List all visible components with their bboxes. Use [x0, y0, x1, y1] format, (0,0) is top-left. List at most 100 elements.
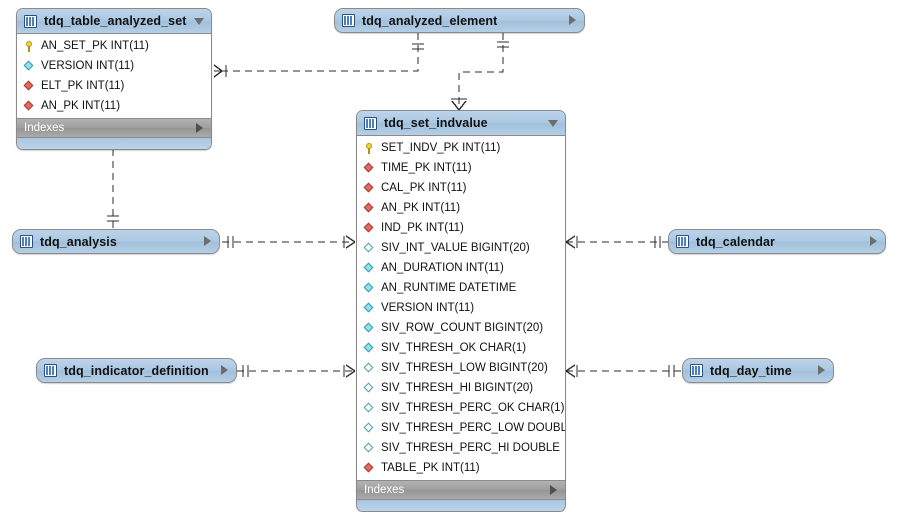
column-label: IND_PK INT(11)	[381, 222, 464, 234]
indexes-label: Indexes	[24, 122, 65, 134]
column-label: CAL_PK INT(11)	[381, 182, 467, 194]
column-row[interactable]: AN_PK INT(11)	[17, 96, 211, 116]
column-label: SET_INDV_PK INT(11)	[381, 142, 501, 154]
column-diamond-icon	[364, 443, 375, 454]
column-row[interactable]: ELT_PK INT(11)	[17, 76, 211, 96]
column-row[interactable]: SIV_THRESH_HI BIGINT(20)	[357, 378, 565, 398]
table-tdq_day_time[interactable]: tdq_day_time	[682, 358, 834, 383]
table-header-tdq_day_time[interactable]: tdq_day_time	[683, 359, 833, 382]
foreign-key-diamond-icon	[24, 101, 35, 112]
column-row[interactable]: SIV_THRESH_PERC_HI DOUBLE	[357, 438, 565, 458]
chevron-right-icon[interactable]	[548, 484, 559, 496]
column-row[interactable]: IND_PK INT(11)	[357, 218, 565, 238]
foreign-key-diamond-icon	[24, 81, 35, 92]
column-label: VERSION INT(11)	[41, 60, 135, 72]
column-label: VERSION INT(11)	[381, 302, 475, 314]
foreign-key-diamond-icon	[364, 463, 375, 474]
chevron-down-icon[interactable]	[194, 16, 205, 27]
rel-analyzed-element-to-table-analyzed-set	[222, 33, 419, 72]
column-list: SET_INDV_PK INT(11) TIME_PK INT(11) CAL_…	[357, 136, 565, 480]
column-label: SIV_THRESH_HI BIGINT(20)	[381, 382, 534, 394]
table-header-tdq_analysis[interactable]: tdq_analysis	[13, 230, 219, 253]
table-icon	[690, 364, 703, 377]
column-label: AN_RUNTIME DATETIME	[381, 282, 517, 294]
chevron-right-icon[interactable]	[202, 236, 213, 247]
column-diamond-icon	[364, 383, 375, 394]
table-title: tdq_table_analyzed_set	[44, 14, 187, 28]
column-row[interactable]: SIV_THRESH_PERC_LOW DOUBLE	[357, 418, 565, 438]
column-row[interactable]: AN_RUNTIME DATETIME	[357, 278, 565, 298]
table-title: tdq_indicator_definition	[64, 363, 209, 378]
column-label: AN_PK INT(11)	[41, 100, 121, 112]
column-label: AN_PK INT(11)	[381, 202, 461, 214]
column-diamond-icon	[364, 263, 375, 274]
column-diamond-icon	[24, 61, 35, 72]
column-row[interactable]: SIV_INT_VALUE BIGINT(20)	[357, 238, 565, 258]
column-row[interactable]: SET_INDV_PK INT(11)	[357, 138, 565, 158]
column-diamond-icon	[364, 323, 375, 334]
column-row[interactable]: TIME_PK INT(11)	[357, 158, 565, 178]
table-icon	[44, 364, 57, 377]
column-diamond-icon	[364, 303, 375, 314]
foreign-key-diamond-icon	[364, 203, 375, 214]
chevron-right-icon[interactable]	[868, 236, 879, 247]
table-footer-strip	[17, 137, 211, 149]
table-title: tdq_calendar	[696, 234, 776, 249]
table-header-tdq_analyzed_element[interactable]: tdq_analyzed_element	[335, 9, 584, 32]
column-label: SIV_THRESH_PERC_OK CHAR(1)	[381, 402, 565, 414]
column-row[interactable]: SIV_THRESH_PERC_OK CHAR(1)	[357, 398, 565, 418]
table-icon	[20, 235, 33, 248]
column-label: AN_DURATION INT(11)	[381, 262, 504, 274]
chevron-right-icon[interactable]	[219, 365, 230, 376]
table-tdq_calendar[interactable]: tdq_calendar	[668, 229, 886, 254]
chevron-down-icon[interactable]	[548, 118, 559, 129]
column-row[interactable]: SIV_THRESH_OK CHAR(1)	[357, 338, 565, 358]
column-row[interactable]: CAL_PK INT(11)	[357, 178, 565, 198]
column-row[interactable]: VERSION INT(11)	[17, 56, 211, 76]
table-header-tdq_set_indvalue[interactable]: tdq_set_indvalue	[357, 111, 565, 136]
indexes-bar[interactable]: Indexes	[357, 480, 565, 499]
column-label: SIV_THRESH_LOW BIGINT(20)	[381, 362, 548, 374]
column-list: AN_SET_PK INT(11) VERSION INT(11) ELT_PK…	[17, 34, 211, 118]
column-row[interactable]: VERSION INT(11)	[357, 298, 565, 318]
foreign-key-diamond-icon	[364, 183, 375, 194]
table-icon	[24, 14, 37, 28]
column-label: AN_SET_PK INT(11)	[41, 40, 149, 52]
table-icon	[364, 116, 377, 130]
foreign-key-diamond-icon	[364, 223, 375, 234]
column-diamond-icon	[364, 283, 375, 294]
column-row[interactable]: TABLE_PK INT(11)	[357, 458, 565, 478]
table-header-tdq_indicator_definition[interactable]: tdq_indicator_definition	[37, 359, 236, 382]
table-icon	[342, 14, 355, 27]
table-title: tdq_day_time	[710, 363, 792, 378]
table-icon	[676, 235, 689, 248]
table-header-tdq_table_analyzed_set[interactable]: tdq_table_analyzed_set	[17, 9, 211, 34]
column-label: SIV_THRESH_PERC_LOW DOUBLE	[381, 422, 566, 434]
table-title: tdq_set_indvalue	[384, 116, 488, 130]
rel-analyzed-element-to-set-indvalue	[458, 33, 504, 110]
chevron-right-icon[interactable]	[194, 122, 205, 134]
column-row[interactable]: SIV_THRESH_LOW BIGINT(20)	[357, 358, 565, 378]
column-label: SIV_THRESH_PERC_HI DOUBLE	[381, 442, 560, 454]
chevron-right-icon[interactable]	[816, 365, 827, 376]
table-tdq_analyzed_element[interactable]: tdq_analyzed_element	[334, 8, 585, 33]
column-diamond-icon	[364, 403, 375, 414]
chevron-right-icon[interactable]	[567, 15, 578, 26]
table-tdq_table_analyzed_set[interactable]: tdq_table_analyzed_set AN_SET_PK INT(11)…	[16, 8, 212, 150]
column-diamond-icon	[364, 343, 375, 354]
table-tdq_indicator_definition[interactable]: tdq_indicator_definition	[36, 358, 237, 383]
table-tdq_analysis[interactable]: tdq_analysis	[12, 229, 220, 254]
column-label: TIME_PK INT(11)	[381, 162, 472, 174]
column-diamond-icon	[364, 243, 375, 254]
column-row[interactable]: AN_DURATION INT(11)	[357, 258, 565, 278]
column-row[interactable]: SIV_ROW_COUNT BIGINT(20)	[357, 318, 565, 338]
table-tdq_set_indvalue[interactable]: tdq_set_indvalue SET_INDV_PK INT(11) TIM…	[356, 110, 566, 512]
column-row[interactable]: AN_PK INT(11)	[357, 198, 565, 218]
indexes-bar[interactable]: Indexes	[17, 118, 211, 137]
column-diamond-icon	[364, 363, 375, 374]
column-label: ELT_PK INT(11)	[41, 80, 125, 92]
table-header-tdq_calendar[interactable]: tdq_calendar	[669, 230, 885, 253]
column-row[interactable]: AN_SET_PK INT(11)	[17, 36, 211, 56]
foreign-key-diamond-icon	[364, 163, 375, 174]
